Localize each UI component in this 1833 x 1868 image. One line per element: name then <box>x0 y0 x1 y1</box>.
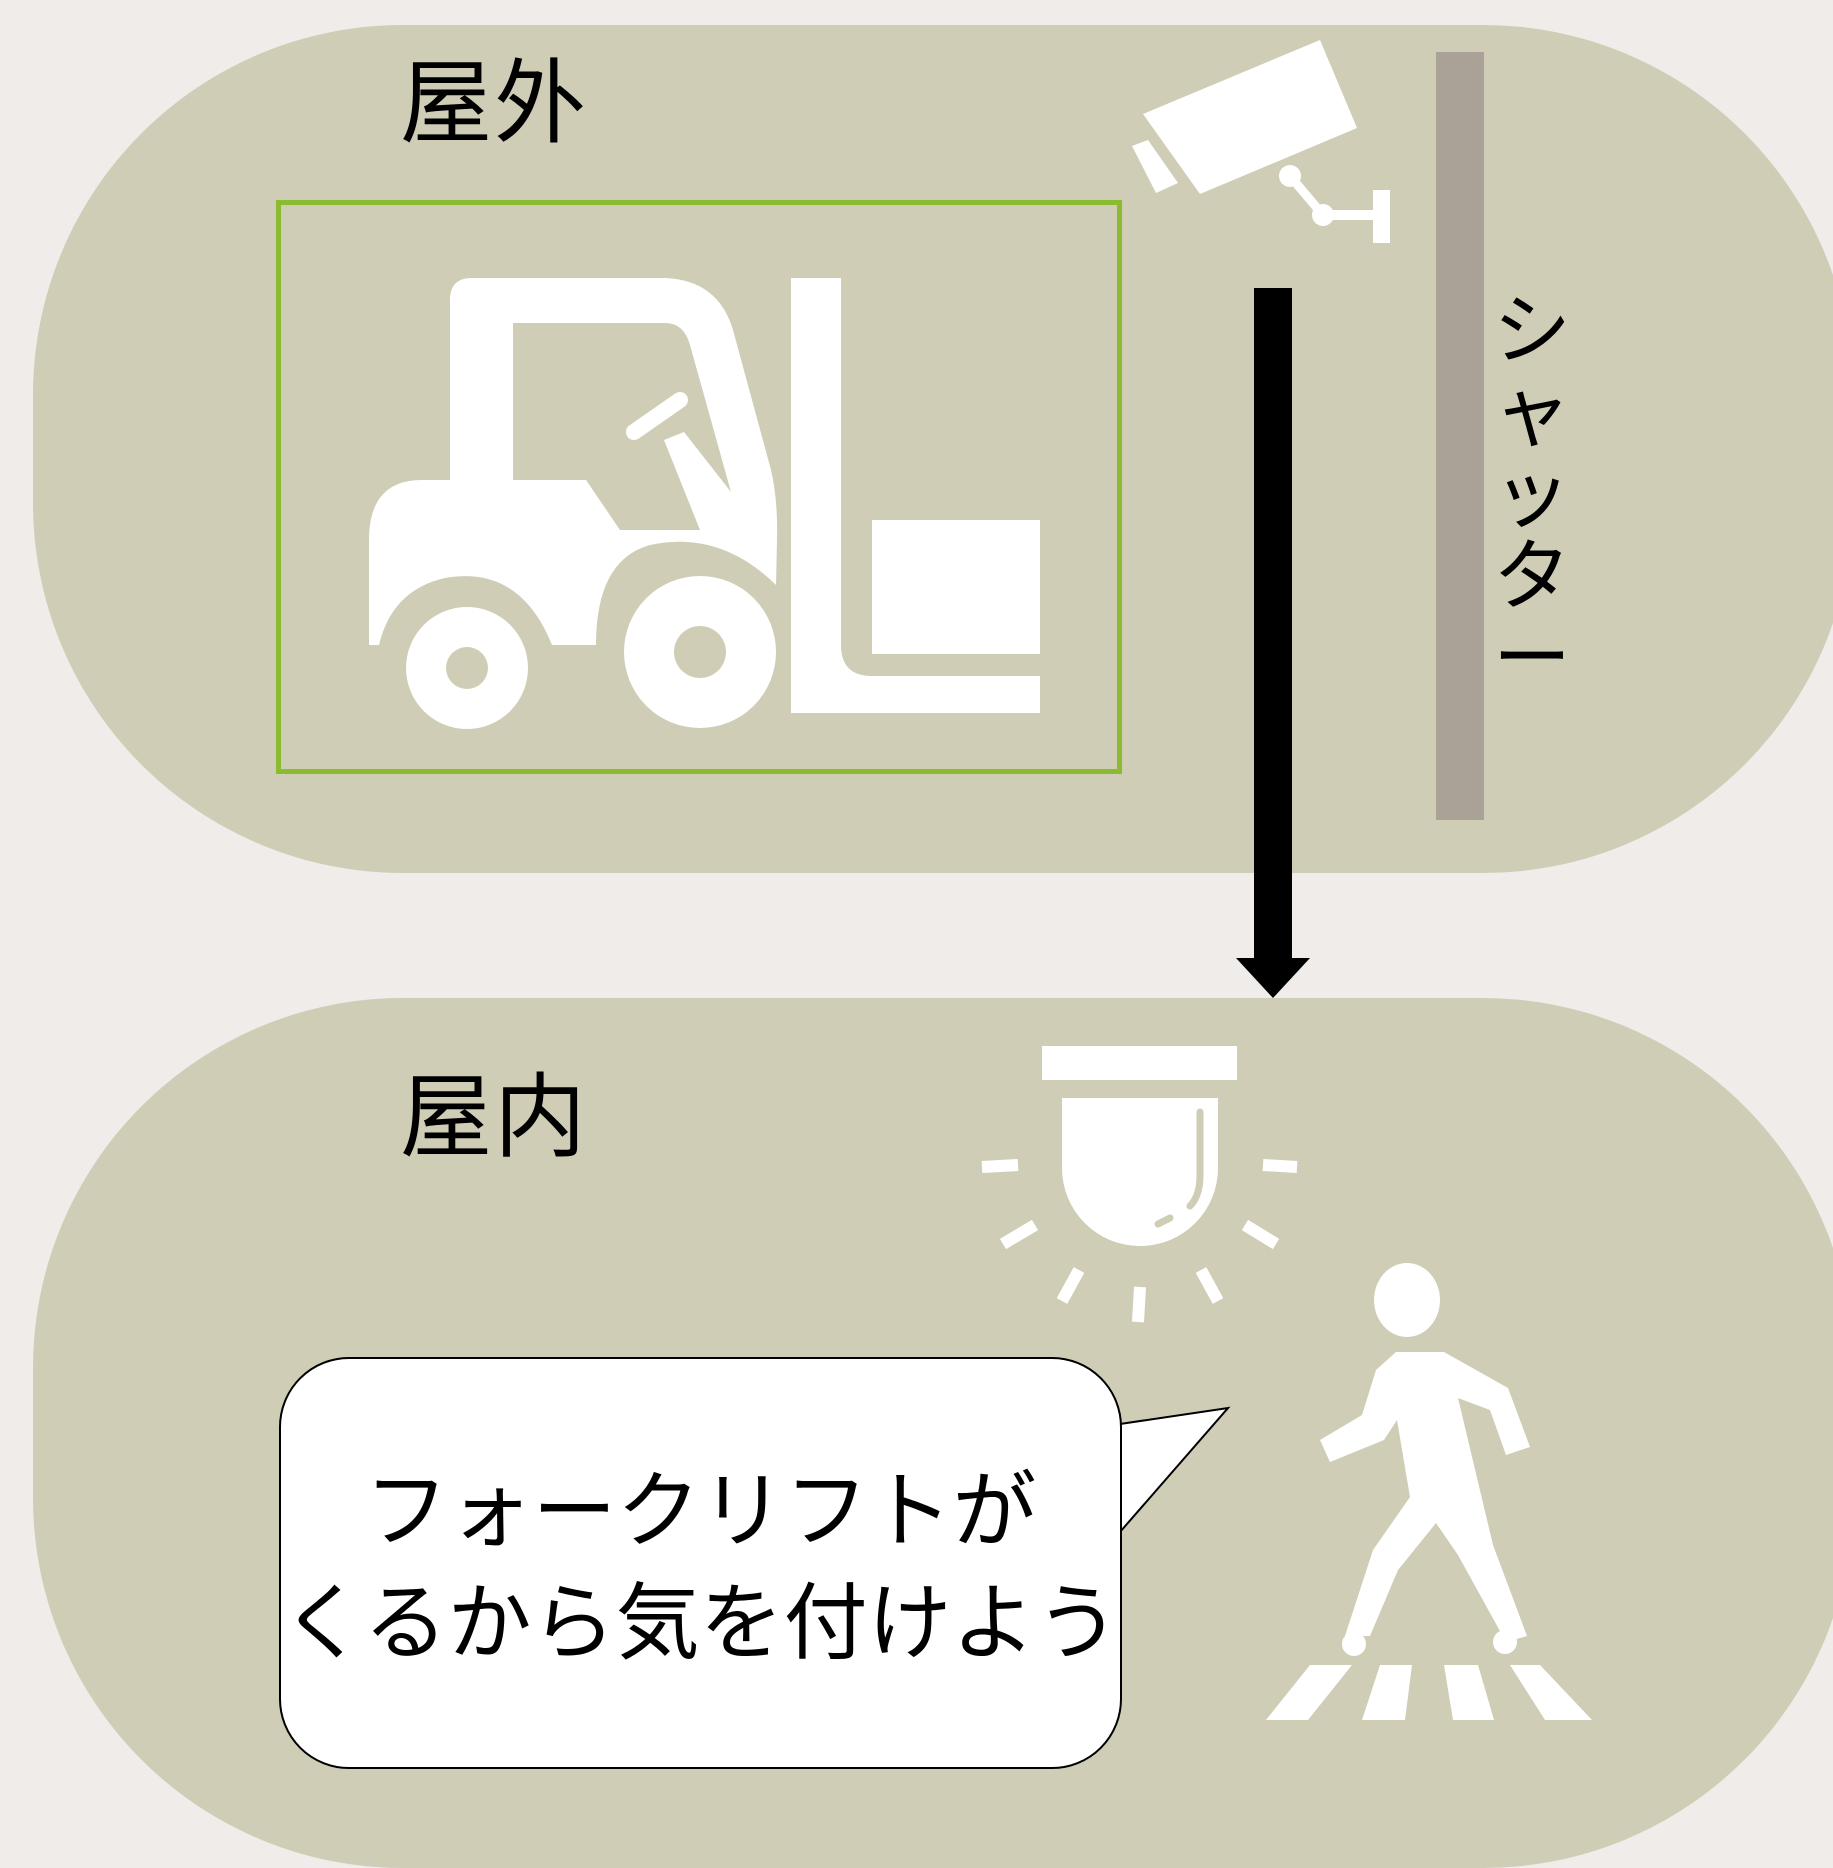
security-camera-icon <box>1132 40 1390 243</box>
outdoor-label: 屋外 <box>400 50 589 157</box>
speech-bubble-line-2: くるから気を付けよう <box>281 1574 1120 1672</box>
speech-bubble-line-1: フォークリフトが <box>364 1462 1037 1560</box>
forklift-frame <box>276 200 1122 774</box>
forklift-icon <box>369 278 1040 729</box>
speech-bubble-text: フォークリフトが くるから気を付けよう <box>279 1455 1122 1679</box>
shutter-label: シャッター <box>1492 286 1571 704</box>
pedestrian-icon <box>1320 1263 1530 1656</box>
down-arrow-icon <box>1236 288 1310 998</box>
speech-bubble <box>279 1357 1122 1769</box>
shutter-bar <box>1436 52 1484 820</box>
outdoor-zone <box>33 25 1833 873</box>
warning-light-icon <box>981 1046 1298 1323</box>
indoor-label: 屋内 <box>400 1064 589 1171</box>
crosswalk-icon <box>1266 1665 1592 1720</box>
